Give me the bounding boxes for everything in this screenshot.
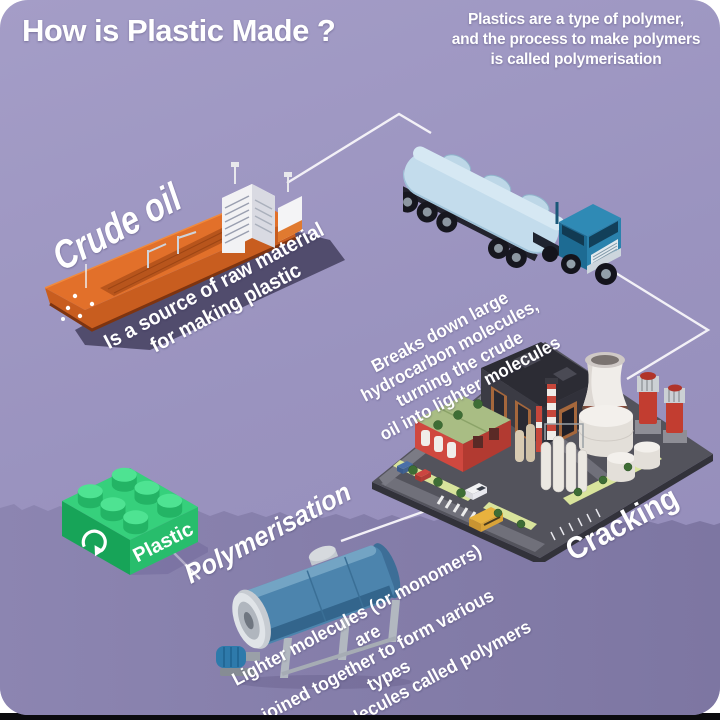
refinery-reactor-columns [635, 372, 687, 443]
connector-truck-to-refinery [597, 260, 711, 381]
reactor-motor [216, 646, 260, 676]
intro-note: Plastics are a type of polymer, and the … [438, 10, 714, 69]
refinery-trees [408, 399, 633, 529]
polymerisation-reactor-illustration [216, 543, 412, 689]
oil-refinery-illustration [372, 342, 713, 562]
oil-tanker-ship-illustration [44, 162, 345, 350]
truck-cab [533, 202, 621, 285]
recycle-icon [81, 529, 107, 557]
page-title: How is Plastic Made ? [22, 13, 336, 48]
plastic-brick: Plastic [62, 467, 198, 575]
plastic-brick-illustration: Plastic [62, 467, 208, 575]
intro-line-2: and the process to make polymers [451, 30, 701, 48]
refinery-distillation-columns [515, 423, 588, 493]
brick-shadow [130, 542, 208, 575]
refinery-red-warehouse [415, 396, 511, 472]
reactor-frame [280, 600, 400, 678]
reactor-shadow [236, 675, 412, 689]
ship-superstructure [222, 162, 302, 253]
brick-studs [77, 467, 183, 535]
intro-line-1: Plastics are a type of polymer, [467, 11, 685, 28]
connector-ship-to-truck [286, 112, 432, 185]
reactor-vessel [232, 543, 401, 649]
photo-bottom-edge [0, 713, 720, 720]
ship-shadow [75, 225, 345, 350]
truck-trailer-tank [403, 146, 565, 268]
refinery-chimney-striped [536, 378, 558, 452]
tanker-truck-illustration [403, 146, 621, 285]
intro-line-3: is called polymerisation [490, 50, 662, 68]
